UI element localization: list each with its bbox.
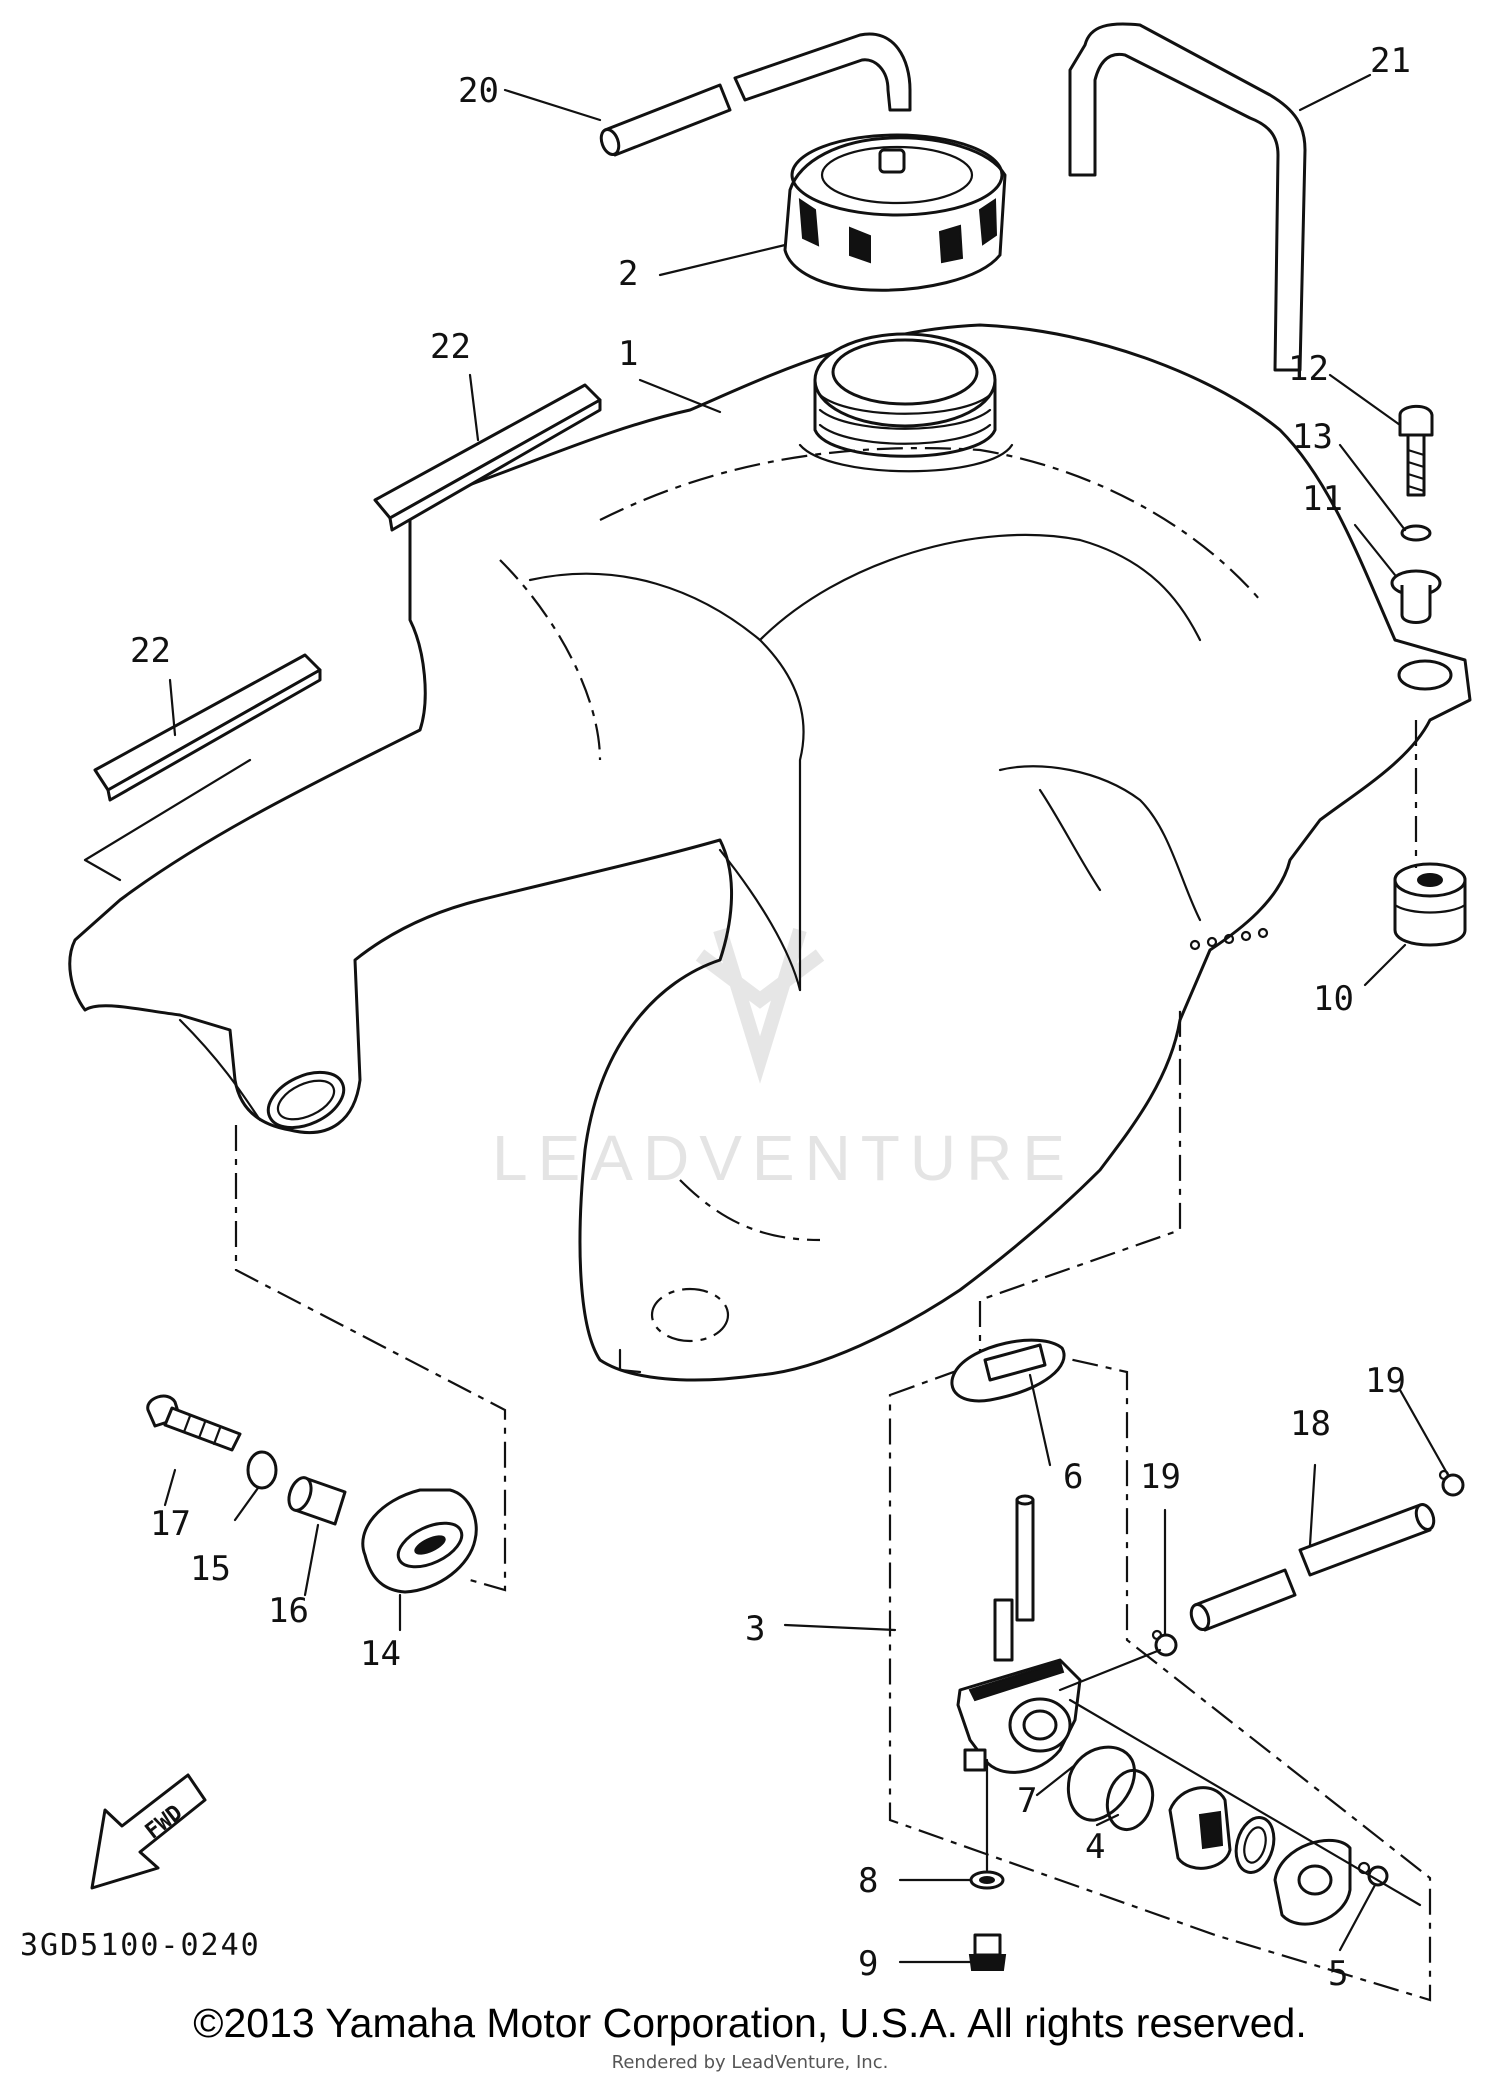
leader-lines bbox=[163, 73, 1450, 1964]
callout-20: 20 bbox=[458, 71, 499, 111]
callout-5: 5 bbox=[1328, 1954, 1348, 1994]
watermark: LEADVENTURE bbox=[492, 927, 1075, 1194]
fuel-cock-cover-plate bbox=[1273, 1838, 1352, 1926]
front-mount-line bbox=[234, 1125, 507, 1592]
fuel-pipe bbox=[1189, 1502, 1436, 1632]
callout-16: 16 bbox=[268, 1591, 309, 1631]
callout-18: 18 bbox=[1290, 1404, 1331, 1444]
fuel-cock-o-ring bbox=[1105, 1768, 1155, 1832]
rear-washer bbox=[1400, 524, 1432, 542]
watermark-text: LEADVENTURE bbox=[492, 1122, 1075, 1194]
tank-strap bbox=[1068, 22, 1307, 372]
fwd-arrow: FWD bbox=[90, 1773, 207, 1890]
callout-15: 15 bbox=[190, 1549, 231, 1589]
fuel-cock-body bbox=[956, 1494, 1082, 1774]
copyright-notice: ©2013 Yamaha Motor Corporation, U.S.A. A… bbox=[193, 2000, 1307, 2046]
callout-9: 9 bbox=[858, 1944, 878, 1984]
fuel-cock-screw bbox=[1357, 1861, 1389, 1887]
front-damper bbox=[361, 1488, 478, 1594]
fuel-cock-seal bbox=[1234, 1816, 1276, 1874]
callout-3: 3 bbox=[745, 1609, 765, 1649]
callout-19-lower: 19 bbox=[1140, 1457, 1181, 1497]
render-credit: Rendered by LeadVenture, Inc. bbox=[611, 2052, 889, 2073]
rear-bolt bbox=[1398, 404, 1434, 497]
callout-19-upper: 19 bbox=[1365, 1361, 1406, 1401]
hose-clip-upper bbox=[1438, 1469, 1465, 1497]
front-washer bbox=[246, 1450, 278, 1490]
callout-2: 2 bbox=[618, 254, 638, 294]
callout-6: 6 bbox=[1063, 1457, 1083, 1497]
fuel-pipe-line bbox=[1058, 1648, 1162, 1692]
vent-marks bbox=[1189, 927, 1269, 951]
callout-17: 17 bbox=[150, 1504, 191, 1544]
breather-hose bbox=[599, 32, 912, 157]
callout-14: 14 bbox=[360, 1634, 401, 1674]
fuel-cock-diaphragm bbox=[1066, 1745, 1136, 1822]
part-code: 3GD5100-0240 bbox=[20, 1928, 261, 1963]
fuel-cock-lever bbox=[1168, 1786, 1232, 1870]
callout-13: 13 bbox=[1292, 417, 1333, 457]
callout-labels: 20 2 21 1 22 22 12 13 11 10 17 15 16 14 … bbox=[130, 41, 1411, 1994]
fuel-tank bbox=[68, 323, 1472, 1382]
drain-plug bbox=[968, 1933, 1007, 1971]
callout-7: 7 bbox=[1017, 1781, 1037, 1821]
front-collar bbox=[287, 1476, 347, 1526]
callout-8: 8 bbox=[858, 1861, 878, 1901]
drain-plug-washer bbox=[969, 1870, 1005, 1890]
callout-21: 21 bbox=[1370, 41, 1411, 81]
rear-collar bbox=[1390, 569, 1442, 624]
callout-12: 12 bbox=[1288, 349, 1329, 389]
callout-22-upper: 22 bbox=[430, 327, 471, 367]
fuel-cock-gasket bbox=[950, 1338, 1066, 1403]
callout-1: 1 bbox=[618, 334, 638, 374]
callout-11: 11 bbox=[1302, 479, 1343, 519]
callout-4: 4 bbox=[1085, 1827, 1105, 1867]
tank-pad-upper bbox=[373, 383, 602, 532]
front-bolt bbox=[146, 1394, 242, 1452]
fuel-cap bbox=[783, 133, 1007, 292]
tank-pad-lower bbox=[83, 653, 322, 882]
fuel-cock-exploded-line bbox=[1068, 1698, 1422, 1907]
callout-22-lower: 22 bbox=[130, 631, 171, 671]
rear-damper bbox=[1393, 862, 1467, 947]
callout-10: 10 bbox=[1313, 979, 1354, 1019]
fuel-cock-assembly-outline bbox=[888, 1346, 1432, 2002]
